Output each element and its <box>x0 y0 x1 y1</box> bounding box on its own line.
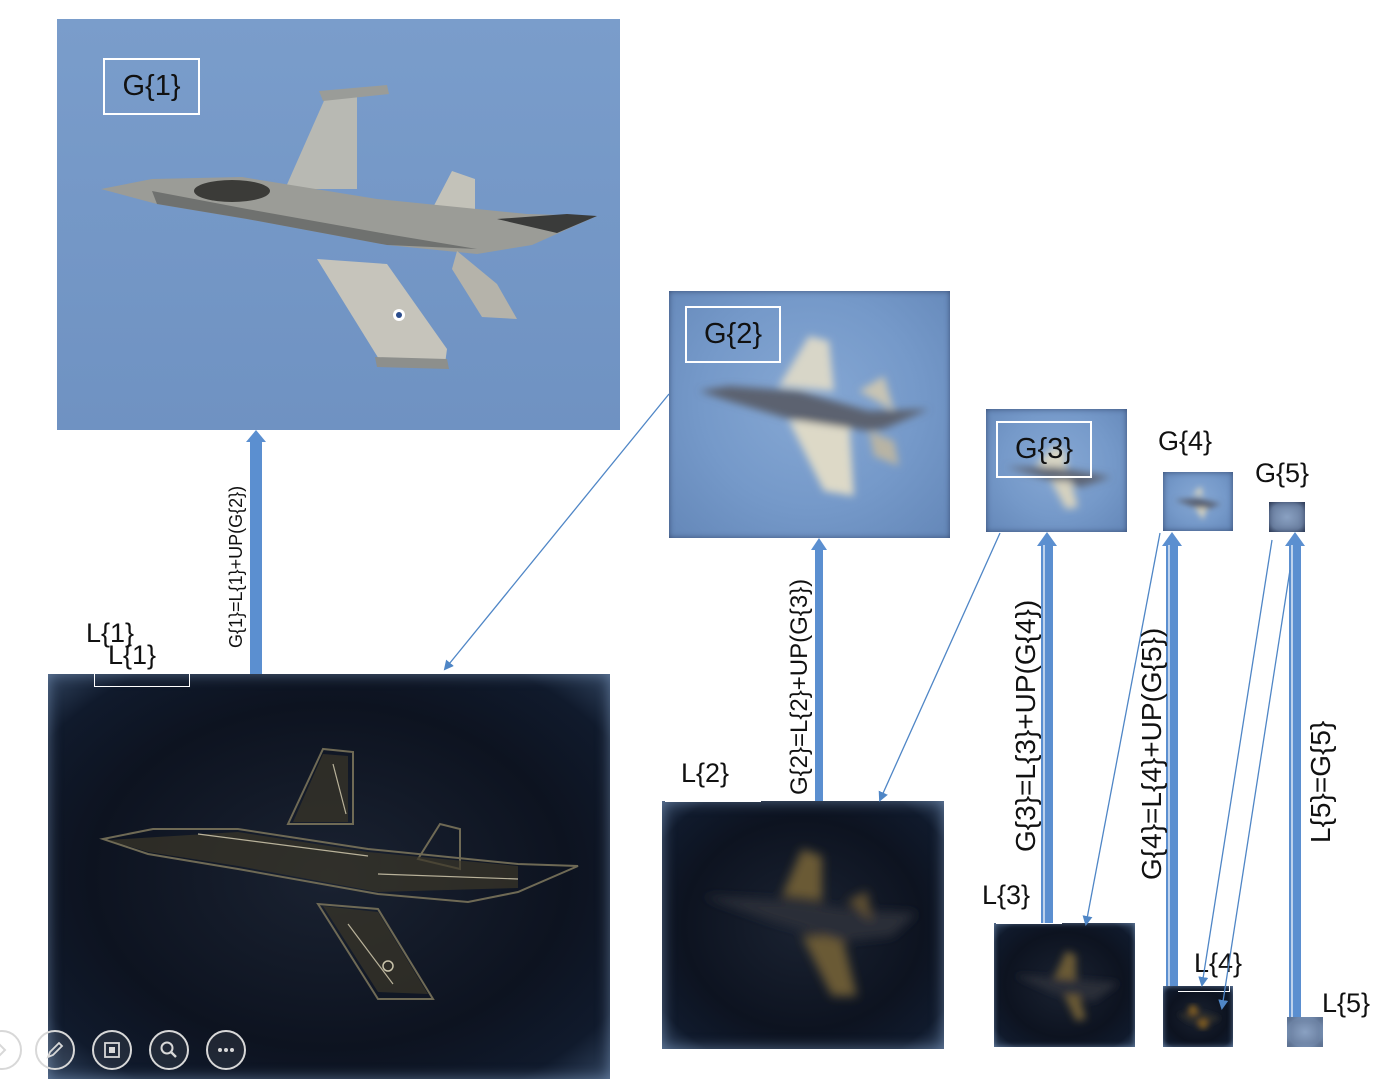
reconstruct-arrow-5 <box>1285 532 1305 1017</box>
equation-l5: L{5}=G{5} <box>1305 720 1336 843</box>
jet-image-blurred <box>699 336 929 496</box>
upsample-arrow-g5-l4-b <box>1218 569 1291 1010</box>
jet-edges-image-blurred <box>1014 951 1119 1021</box>
image-l4 <box>1163 986 1233 1047</box>
g3-label: G{3} <box>996 421 1092 478</box>
zoom-icon <box>160 1041 177 1058</box>
previous-button[interactable] <box>0 1030 22 1070</box>
reconstruct-arrow-1 <box>246 430 266 674</box>
jet-image-blurred <box>1175 486 1221 520</box>
l4-label: L{4} <box>1194 948 1243 978</box>
previous-icon <box>0 1043 7 1057</box>
jet-image <box>101 85 597 369</box>
g4-label: G{4} <box>1158 426 1213 456</box>
image-g4 <box>1163 472 1233 531</box>
jet-edges-image-blurred <box>702 849 917 996</box>
image-l1 <box>48 674 610 1079</box>
l3-label: L{3} <box>982 880 1031 910</box>
l1-label: L{1} <box>86 618 135 648</box>
pen-icon <box>46 1041 64 1059</box>
equation-g1: G{1}=L{1}+UP(G{2}) <box>226 485 246 648</box>
equation-g2: G{2}=L{2}+UP(G{3}) <box>786 578 813 795</box>
equation-g4: G{4}=L{4}+UP(G{5}) <box>1136 627 1167 880</box>
jet-edges-image <box>99 747 579 1000</box>
pen-button[interactable] <box>35 1030 75 1070</box>
equation-g3: G{3}=L{3}+UP(G{4}) <box>1010 599 1041 852</box>
image-l2 <box>662 801 944 1049</box>
zoom-button[interactable] <box>149 1030 189 1070</box>
image-l5 <box>1287 1017 1323 1047</box>
l1-label-echo: L{1} <box>108 640 157 670</box>
more-icon <box>218 1048 234 1052</box>
l5-label: L{5} <box>1322 988 1371 1018</box>
upsample-arrow-g3-l2 <box>878 532 1001 802</box>
upsample-arrow-g5-l4-a <box>1198 539 1273 987</box>
image-l3 <box>994 923 1135 1047</box>
g2-label: G{2} <box>685 306 781 363</box>
jet-edges-image-blurred <box>1177 1005 1221 1029</box>
g5-label: G{5} <box>1255 458 1310 488</box>
slides-icon <box>104 1042 120 1058</box>
image-g1 <box>57 19 620 430</box>
image-g2 <box>669 291 950 538</box>
more-button[interactable] <box>206 1030 246 1070</box>
slides-button[interactable] <box>92 1030 132 1070</box>
image-g5 <box>1269 502 1305 532</box>
upsample-arrow-g2-l1 <box>443 393 670 671</box>
g1-label: G{1} <box>103 58 200 115</box>
l2-label: L{2} <box>681 758 730 788</box>
